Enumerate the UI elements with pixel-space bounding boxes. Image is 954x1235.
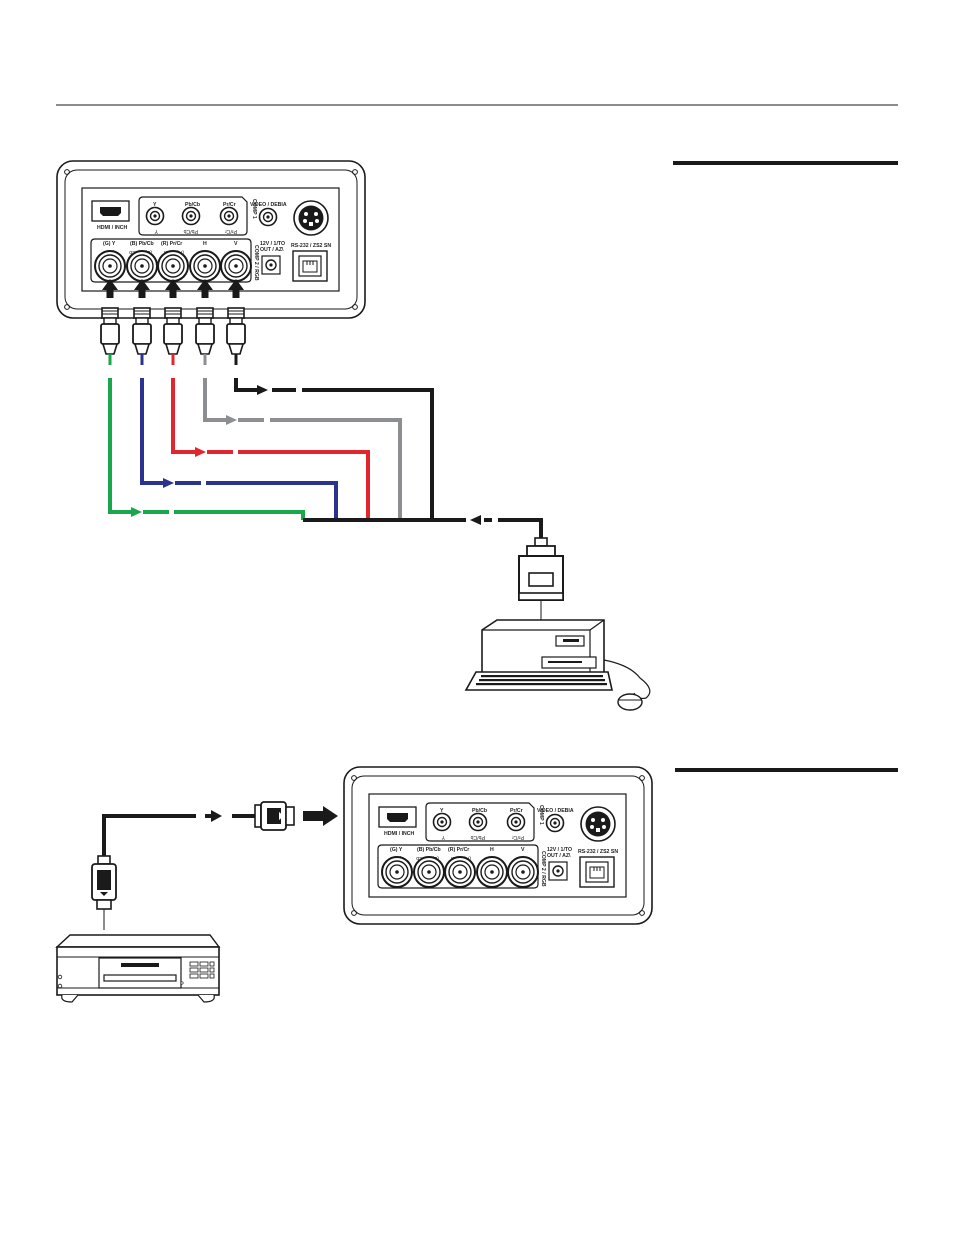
cable-red-r — [171, 378, 200, 454]
y-label: Y — [440, 808, 444, 814]
bpbcb-label: (B) Pb/Cb — [417, 847, 441, 853]
hdmi-cable — [102, 810, 255, 930]
bnc-jack-icon — [126, 250, 158, 282]
bottom-connector-panel: HDMI / INCH Y Pb/Cb Pr/Cr Y Pb/Cb Pr/Cr … — [343, 766, 653, 925]
bnc-jack-icon — [157, 250, 189, 282]
vga-plug-icon — [518, 537, 564, 601]
computer-icon — [464, 619, 651, 711]
bnc-plug-icon — [195, 307, 215, 355]
arrow-icon — [197, 279, 213, 298]
rgbhv-cables — [108, 378, 543, 538]
input-arrows — [102, 279, 244, 298]
bnc-jack-icon — [220, 250, 252, 282]
rca-jack-icon — [181, 206, 201, 226]
rca-jack-icon — [219, 206, 239, 226]
hdmi-port-icon — [378, 806, 417, 828]
gy-label: (G) Y — [390, 847, 403, 853]
bnc-jack-icon — [381, 856, 413, 888]
cable-green-g — [108, 378, 136, 514]
svideo-port-icon — [293, 200, 329, 236]
rj11-port-icon — [579, 856, 615, 888]
bnc-jack-icon — [94, 250, 126, 282]
rca-jack-icon — [145, 206, 165, 226]
prcr-label: Pr/Cr — [510, 808, 523, 814]
arrow-icon — [303, 806, 338, 826]
bnc-plug-icon — [163, 307, 183, 355]
bnc-jack-icon — [444, 856, 476, 888]
dvd-player-icon — [55, 934, 221, 1003]
v-label: V — [521, 847, 525, 853]
trigger-label-2: OUT / AZ\ — [547, 853, 571, 859]
comp1-label: COMP 1 — [538, 805, 544, 825]
pbcb-label: Pb/Cb — [185, 202, 200, 208]
h-label: H — [203, 241, 207, 247]
hdmi-plug-icon — [91, 855, 117, 910]
rj11-port-icon — [292, 250, 328, 282]
hdmi-port-icon — [91, 200, 130, 222]
hdmi-label: HDMI / INCH — [97, 225, 128, 231]
pbcb-label: Pb/Cb — [472, 808, 487, 814]
cable-black-v — [234, 378, 258, 392]
rs232-label: RS-232 / ZS2 SN — [291, 243, 331, 249]
bnc-jack-icon — [476, 856, 508, 888]
section-bar-hdmi — [675, 768, 898, 772]
prcr-label-flipped: Pr/Cr — [512, 834, 524, 840]
cable-gray-h — [203, 378, 230, 422]
trigger-label: 12V / 1/TO — [547, 847, 572, 853]
cable-blue-b — [140, 378, 168, 485]
bnc-plug-icon — [132, 307, 152, 355]
h-label: H — [490, 847, 494, 853]
comp1-label: COMP 1 — [251, 199, 257, 219]
comp2-label: COMP 2 / RGB — [253, 245, 259, 281]
arrow-icon — [134, 279, 150, 298]
rca-jack-icon — [432, 812, 452, 832]
trigger-label-2: OUT / AZ\ — [260, 247, 284, 253]
y-label-flipped: Y — [154, 228, 158, 234]
bnc-jack-icon — [507, 856, 539, 888]
rprcr-label: (R) Pr/Cr — [161, 241, 182, 247]
trigger-label: 12V / 1/TO — [260, 241, 285, 247]
prcr-label-flipped: Pr/Cr — [225, 228, 237, 234]
top-connector-panel: HDMI / INCH Y Pb/Cb Pr/Cr Y Pb/Cb Pr/Cr … — [56, 160, 366, 319]
bpbcb-label: (B) Pb/Cb — [130, 241, 154, 247]
arrow-icon — [102, 279, 118, 298]
rca-jack-icon — [468, 812, 488, 832]
bnc-jack-icon — [413, 856, 445, 888]
hdmi-label: HDMI / INCH — [384, 831, 415, 837]
pbcb-label-flipped: Pb/Cb — [183, 228, 198, 234]
section-bar-rgb — [673, 161, 898, 165]
arrow-icon — [165, 279, 181, 298]
hdmi-plug-icon — [254, 801, 295, 831]
bnc-plug-icon — [226, 307, 246, 355]
pbcb-label-flipped: Pb/Cb — [470, 834, 485, 840]
arrow-icon — [228, 279, 244, 298]
prcr-label: Pr/Cr — [223, 202, 236, 208]
y-label: Y — [153, 202, 157, 208]
gy-label: (G) Y — [103, 241, 116, 247]
bnc-plug-icon — [100, 307, 120, 355]
rca-jack-icon — [545, 813, 565, 833]
y-label-flipped: Y — [441, 834, 445, 840]
rprcr-label: (R) Pr/Cr — [448, 847, 469, 853]
comp2-label: COMP 2 / RGB — [540, 851, 546, 887]
svideo-port-icon — [580, 806, 616, 842]
v-label: V — [234, 241, 238, 247]
rca-jack-icon — [258, 207, 278, 227]
rca-jack-icon — [506, 812, 526, 832]
bnc-jack-icon — [189, 250, 221, 282]
video-label: VIDEO / DEBIA — [537, 808, 574, 814]
rs232-label: RS-232 / ZS2 SN — [578, 849, 618, 855]
video-label: VIDEO / DEBIA — [250, 202, 287, 208]
